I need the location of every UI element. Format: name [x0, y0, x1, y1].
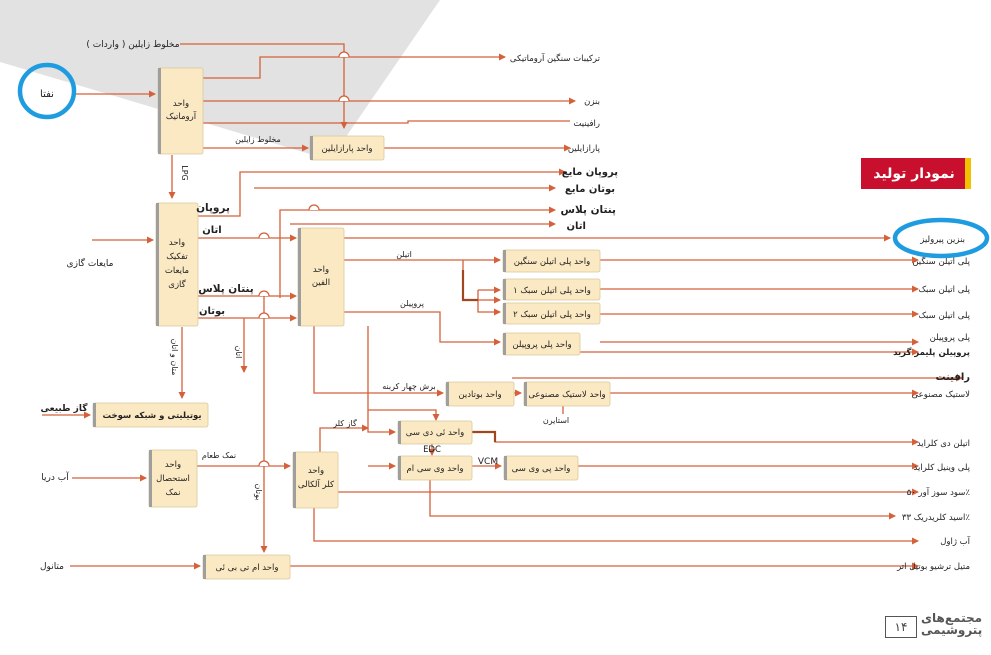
output-benzene: بنزن [584, 97, 600, 107]
input-xylene-import: ( واردات ) مخلوط زایلین [86, 40, 179, 50]
output-mtbe: متیل ترشیو بوتیل اتر [896, 562, 970, 572]
unit-olefin-line2: الفین [312, 278, 330, 288]
input-naphtha: نفتا [40, 89, 54, 100]
input-natural-gas: گاز طبیعی [41, 402, 89, 414]
flow-lines [42, 43, 963, 570]
output-raffinate-1: رافینیت [573, 119, 600, 129]
unit-pvc: واحد پی وی سی [512, 464, 571, 474]
stream-ethane: اتان [202, 225, 221, 236]
line-hops [258, 51, 350, 467]
output-pp-grade: پروپیلن پلیمر گرید [893, 347, 970, 358]
stream-methane-ethane: متان و اتان [170, 339, 179, 376]
output-paraxylene: پارازایلین [568, 144, 601, 154]
output-hcl: اسید کلریدریک ۳۳٪ [902, 513, 971, 523]
stream-ethane-down: اتان [234, 346, 243, 359]
unit-gas-separation-line1: واحد [169, 238, 185, 248]
output-pvc: پلی وینیل کلراید [914, 463, 971, 473]
stream-salt: نمک طعام [202, 451, 236, 460]
output-lldpe-b: پلی اتیلن سبک [918, 311, 970, 321]
unit-lldpe2: واحد پلی اتیلن سبک ۲ [513, 310, 591, 320]
unit-boxes [92, 67, 611, 580]
output-pyrolysis-gasoline: بنزین پیرولیز [919, 235, 965, 245]
output-liquid-butane: بوتان مایع [565, 184, 615, 195]
unit-mtbe: واحد ام تی بی ئی [216, 563, 279, 573]
stream-ethylene: اتیلن [396, 250, 412, 259]
box-aromatic [157, 67, 204, 155]
unit-paraxylene: واحد پارازایلین [322, 144, 373, 154]
stream-vcm: VCM [478, 457, 498, 467]
unit-utilities: یوتیلیتی و شبکه سوخت [102, 411, 201, 421]
output-synthetic-rubber: لاستیک مصنوعی [912, 390, 970, 400]
stream-propane: پروپان [196, 202, 230, 214]
input-seawater: آب دریا [41, 471, 69, 483]
stream-c4-cut: برش چهار کربنه [382, 382, 436, 391]
box-olefin [297, 227, 345, 327]
stream-lpg: LPG [180, 165, 189, 180]
stream-styrene: استایرن [543, 416, 569, 425]
stream-propylene: پروپیلن [400, 299, 424, 308]
output-edc: اتیلن دی کلراید [917, 439, 970, 449]
output-raffinate-2: رافینت [936, 372, 971, 383]
page-number: ۱۴ [885, 616, 917, 638]
unit-butadiene: واحد بوتادین [458, 390, 501, 400]
unit-salt-line3: نمک [166, 488, 181, 498]
unit-gas-separation-line2: تفکیک [166, 252, 188, 262]
highlight-naphtha [17, 62, 77, 120]
output-pentane-plus: پنتان پلاس [561, 204, 617, 216]
box-gas-separation [155, 202, 199, 327]
title-accent [965, 158, 971, 189]
unit-gas-separation-line3: مایعات [165, 266, 189, 276]
unit-chlor-alkali-line2: کلر آلکالی [298, 478, 335, 490]
output-lldpe-a: پلی اتیلن سبک [918, 285, 970, 295]
page-title: نمودار تولید [861, 158, 967, 189]
corner-shape [0, 0, 440, 160]
unit-vcm: واحد وی سی ام [407, 464, 464, 474]
unit-hdpe: واحد پلی اتیلن سنگین [514, 256, 591, 267]
unit-salt-line2: استحصال [156, 474, 190, 484]
stream-edc: EDC [423, 445, 441, 455]
unit-aromatic-line1: واحد [173, 99, 189, 109]
unit-rubber: واحد لاستیک مصنوعی [528, 390, 605, 400]
unit-lldpe1: واحد پلی اتیلن سبک ۱ [513, 286, 591, 296]
highlight-pyrolysis [892, 217, 990, 259]
output-heavy-aromatics: ترکیبات سنگین آروماتیکی [510, 52, 601, 64]
unit-gas-separation-line4: گازی [168, 279, 186, 290]
output-hdpe: پلی اتیلن سنگین [912, 256, 970, 267]
output-caustic: سود سوز آور ۵۰٪ [907, 486, 971, 498]
unit-chlor-alkali-line1: واحد [308, 466, 324, 476]
unit-salt-line1: واحد [165, 460, 181, 470]
unit-edc: واحد ئی دی سی [406, 428, 464, 438]
stream-chlorine-gas: گاز کلر [332, 418, 357, 428]
brand-logo: مجتمع‌های پتروشیمی [921, 611, 983, 637]
output-liquid-propane: پروپان مایع [562, 167, 618, 178]
stream-pentane-plus: پنتان پلاس [198, 283, 254, 295]
output-bleach: آب ژاول [940, 535, 970, 547]
unit-aromatic-line2: آروماتیک [166, 110, 197, 122]
stream-butane: بوتان [199, 306, 225, 317]
input-methanol: متانول [40, 562, 64, 572]
input-gas-liquids: مایعات گازی [67, 257, 114, 269]
stream-butane-vertical: بوتان [254, 484, 263, 501]
output-pp: پلی پروپیلن [930, 333, 971, 343]
stream-mixed-xylene: مخلوط زایلین [235, 135, 281, 144]
unit-olefin-line1: واحد [313, 265, 329, 275]
output-ethane: اتان [567, 221, 586, 232]
emphasis-lines [461, 270, 497, 442]
unit-pp: واحد پلی پروپیلن [512, 340, 571, 350]
